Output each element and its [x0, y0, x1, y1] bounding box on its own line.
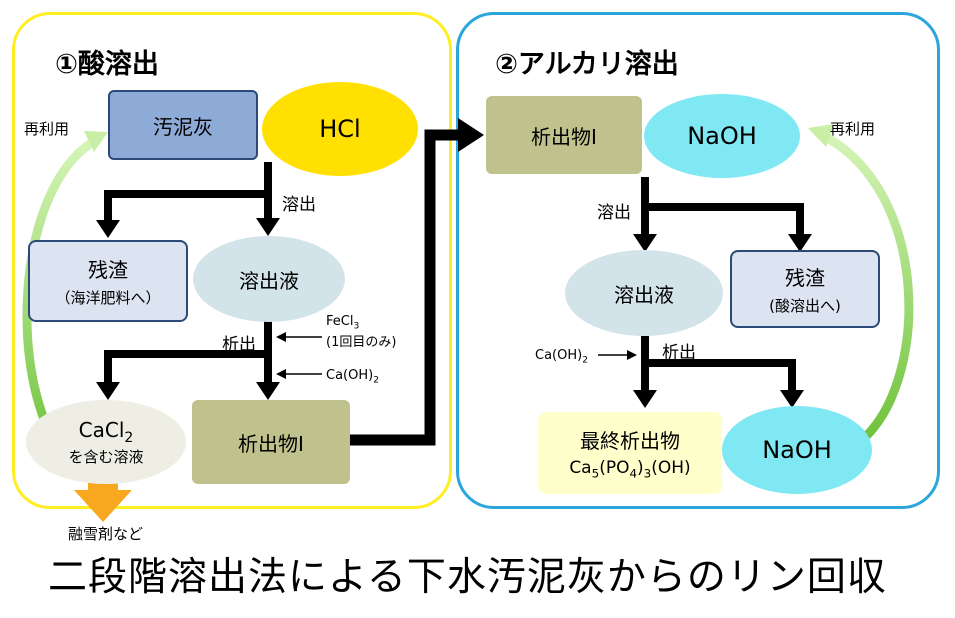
hydroxyapatite-formula: Ca5(PO4)3(OH) [569, 458, 691, 481]
left-precipitation-flow [96, 320, 322, 400]
residue-box-right: 残渣 (酸溶出へ) [730, 250, 880, 328]
residue-box-left: 残渣 （海洋肥料へ） [28, 240, 188, 322]
naoh-ellipse-bottom: NaOH [722, 406, 872, 494]
cacl2-solution-ellipse: CaCl2 を含む溶液 [26, 400, 186, 484]
residue-note-left: （海洋肥料へ） [55, 289, 161, 307]
transfer-arrow [350, 118, 484, 446]
precipitation-label-right: 析出 [662, 343, 696, 363]
residue-label-left: 残渣 [88, 258, 128, 282]
precipitate-box-left: 析出物Ⅰ [192, 400, 350, 484]
leachate-label-left: 溶出液 [239, 268, 299, 293]
fecl3-note: (1回目のみ) [326, 334, 397, 350]
sludge-ash-label: 汚泥灰 [153, 114, 213, 139]
cacl2-formula: CaCl2 [78, 417, 134, 446]
precipitation-label-left: 析出 [222, 335, 256, 355]
hcl-label: HCl [319, 115, 361, 143]
right-precipitation-flow [598, 336, 804, 408]
residue-note-right: (酸溶出へ) [769, 297, 841, 315]
elution-label-left: 溶出 [282, 195, 316, 215]
final-precipitate-title: 最終析出物 [580, 429, 680, 454]
sludge-ash-box: 汚泥灰 [108, 90, 258, 160]
reuse-label-right: 再利用 [830, 120, 876, 138]
reuse-label-left: 再利用 [24, 120, 70, 138]
leachate-ellipse-right: 溶出液 [565, 250, 723, 336]
precipitate-label-left: 析出物Ⅰ [238, 431, 304, 456]
left-elution-flow [96, 162, 280, 238]
leachate-ellipse-left: 溶出液 [193, 236, 345, 322]
hcl-ellipse: HCl [262, 82, 418, 176]
naoh-ellipse-top: NaOH [644, 94, 800, 178]
precipitate-box-right: 析出物Ⅰ [486, 96, 642, 174]
residue-label-right: 残渣 [785, 266, 825, 290]
caoh2-reagent-left: Ca(OH)2 [326, 368, 379, 386]
cacl2-note: を含む溶液 [68, 447, 144, 466]
naoh-label-bottom: NaOH [762, 436, 832, 464]
fecl3-formula: FeCl3 [326, 314, 360, 332]
final-precipitate-box: 最終析出物 Ca5(PO4)3(OH) [538, 412, 722, 494]
alkali-elution-title: ②アルカリ溶出 [495, 49, 679, 80]
reuse-arrow-right [808, 124, 914, 444]
fecl3-reagent: FeCl3 (1回目のみ) [326, 314, 396, 351]
acid-elution-title: ①酸溶出 [55, 49, 159, 80]
caoh2-reagent-right: Ca(OH)2 [535, 348, 588, 366]
diagram-caption: 二段階溶出法による下水汚泥灰からのリン回収 [48, 555, 887, 600]
deicing-label: 融雪剤など [68, 525, 144, 543]
naoh-label-top: NaOH [687, 122, 757, 150]
elution-label-right: 溶出 [597, 203, 631, 223]
precipitate-label-right: 析出物Ⅰ [531, 124, 597, 149]
leachate-label-right: 溶出液 [614, 282, 674, 307]
right-elution-flow [633, 177, 812, 252]
